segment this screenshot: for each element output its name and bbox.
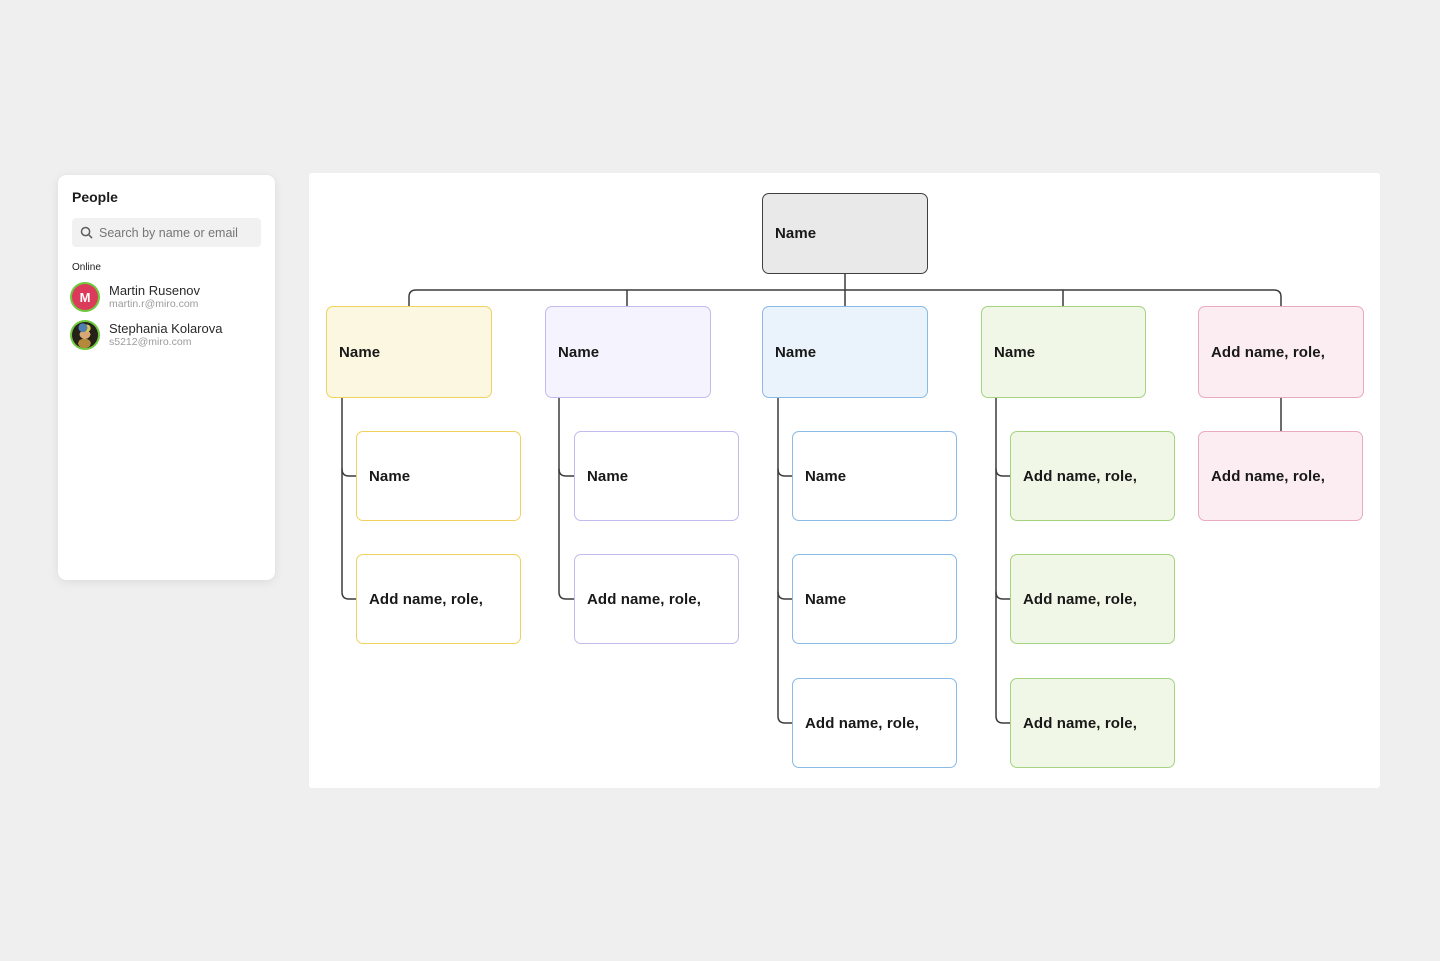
- org-node-child-blue-2[interactable]: Name: [792, 554, 957, 644]
- org-node-label: Add name, role,: [805, 714, 920, 732]
- org-node-label: Name: [805, 467, 847, 485]
- org-node-label: Add name, role,: [1023, 467, 1138, 485]
- org-node-child-pink-1[interactable]: Add name, role,: [1198, 431, 1363, 521]
- org-node-label: Add name, role,: [369, 590, 484, 608]
- avatar-martin: M: [72, 284, 98, 310]
- org-node-child-yellow-2[interactable]: Add name, role,: [356, 554, 521, 644]
- org-node-label: Name: [805, 590, 847, 608]
- avatar-initial-letter: M: [79, 289, 91, 305]
- org-node-label: Name: [775, 343, 817, 361]
- org-node-child-blue-1[interactable]: Name: [792, 431, 957, 521]
- org-node-label: Name: [558, 343, 600, 361]
- user-email: martin.r@miro.com: [109, 298, 199, 310]
- org-node-parent-green[interactable]: Name: [981, 306, 1146, 398]
- search-icon: [80, 226, 93, 239]
- org-node-child-blue-3[interactable]: Add name, role,: [792, 678, 957, 768]
- search-box[interactable]: [72, 218, 261, 247]
- org-node-label: Add name, role,: [1023, 714, 1138, 732]
- user-name: Stephania Kolarova: [109, 321, 223, 336]
- people-panel: People Online M Martin Rusenov martin.r@…: [58, 175, 275, 580]
- org-node-label: Add name, role,: [1023, 590, 1138, 608]
- org-node-label: Add name, role,: [1211, 343, 1326, 361]
- org-node-label: Name: [994, 343, 1036, 361]
- user-list-item-martin[interactable]: M Martin Rusenov martin.r@miro.com: [72, 283, 261, 311]
- org-node-parent-pink[interactable]: Add name, role,: [1198, 306, 1364, 398]
- org-node-parent-yellow[interactable]: Name: [326, 306, 492, 398]
- org-node-child-green-3[interactable]: Add name, role,: [1010, 678, 1175, 768]
- org-node-child-purple-2[interactable]: Add name, role,: [574, 554, 739, 644]
- org-node-child-yellow-1[interactable]: Name: [356, 431, 521, 521]
- org-node-label: Add name, role,: [1211, 467, 1326, 485]
- search-input[interactable]: [99, 225, 253, 240]
- people-panel-title: People: [72, 189, 118, 205]
- avatar-stephania: [72, 322, 98, 348]
- org-node-child-green-2[interactable]: Add name, role,: [1010, 554, 1175, 644]
- user-list-item-stephania[interactable]: Stephania Kolarova s5212@miro.com: [72, 321, 261, 349]
- org-node-label: Add name, role,: [587, 590, 702, 608]
- online-section-label: Online: [72, 262, 101, 273]
- org-node-parent-purple[interactable]: Name: [545, 306, 711, 398]
- org-node-label: Name: [339, 343, 381, 361]
- org-node-label: Name: [369, 467, 411, 485]
- org-node-label: Name: [775, 225, 817, 242]
- org-node-child-green-1[interactable]: Add name, role,: [1010, 431, 1175, 521]
- org-node-root[interactable]: Name: [762, 193, 928, 274]
- org-node-label: Name: [587, 467, 629, 485]
- org-node-child-purple-1[interactable]: Name: [574, 431, 739, 521]
- user-name: Martin Rusenov: [109, 283, 201, 298]
- user-email: s5212@miro.com: [109, 336, 192, 348]
- board-canvas[interactable]: Name Name Name Name Name Add name, role,…: [309, 173, 1380, 788]
- user-info: Martin Rusenov martin.r@miro.com: [109, 283, 200, 311]
- org-node-parent-blue[interactable]: Name: [762, 306, 928, 398]
- user-info: Stephania Kolarova s5212@miro.com: [109, 321, 222, 349]
